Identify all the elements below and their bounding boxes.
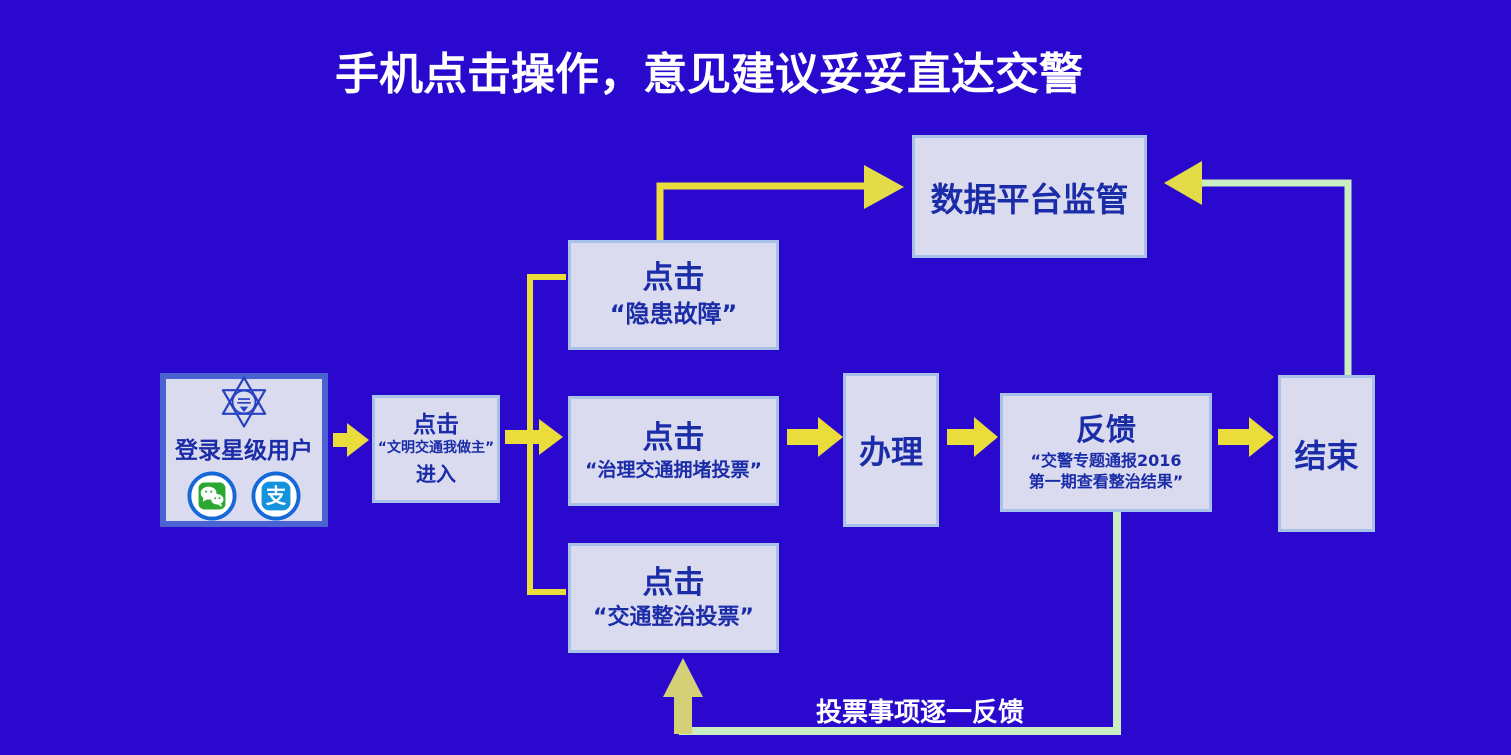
arrowhead-loop-up-icon [663,658,703,697]
arrow-process-to-feedback-icon [947,417,998,457]
alipay-glyph: 支 [266,484,287,508]
node-branch-renovation-vote: 点击 “交通整治投票” [568,543,779,653]
loop-caption: 投票事项逐一反馈 [815,698,1024,728]
arrowhead-end-to-platform-icon [1164,161,1202,205]
branch-congestion-line1: 点击 [642,419,705,456]
feedback-line3: 第一期查看整治结果” [1028,472,1184,492]
node-branch-hazard: 点击 “隐患故障” [568,240,779,350]
police-badge-icon [221,376,267,428]
branch-congestion-line2: “治理交通拥堵投票” [585,458,762,481]
branch-renovation-line2: “交通整治投票” [593,604,754,630]
process-label: 办理 [858,433,923,471]
branch-hazard-line2: “隐患故障” [609,300,738,329]
alipay-icon: 支 [251,471,301,521]
end-label: 结束 [1294,436,1359,475]
node-enter: 点击 “文明交通我做主” 进入 [372,395,500,503]
node-login: 登录星级用户 支 [160,373,328,527]
feedback-line2: “交警专题通报2016 [1030,450,1182,470]
enter-line1: 点击 [413,411,459,438]
enter-line2: “文明交通我做主” [377,440,495,457]
arrowhead-to-platform-icon [864,165,904,209]
page-title: 手机点击操作，意见建议妥妥直达交警 [335,49,1083,100]
login-icons-row: 支 [187,471,301,521]
node-process: 办理 [843,373,939,527]
login-label: 登录星级用户 [175,438,313,464]
branch-to-platform-line [656,182,866,243]
enter-line3: 进入 [416,462,456,487]
node-feedback: 反馈 “交警专题通报2016 第一期查看整治结果” [1000,393,1212,512]
branch-hazard-line1: 点击 [642,260,705,297]
arrow-branch-to-process-icon [787,417,843,457]
node-branch-congestion-vote: 点击 “治理交通拥堵投票” [568,396,779,506]
end-to-platform-line [1202,179,1352,375]
platform-label: 数据平台监管 [930,179,1129,219]
node-end: 结束 [1278,375,1375,532]
arrow-feedback-to-end-icon [1218,417,1274,457]
arrow-login-to-enter-icon [333,423,369,457]
branch-renovation-line1: 点击 [642,564,705,601]
feedback-line1: 反馈 [1076,413,1136,449]
arrow-enter-to-branches-icon [505,419,563,455]
wechat-icon [187,471,237,521]
feedback-loop-arrow-shaft [674,694,692,734]
node-platform: 数据平台监管 [912,135,1147,258]
